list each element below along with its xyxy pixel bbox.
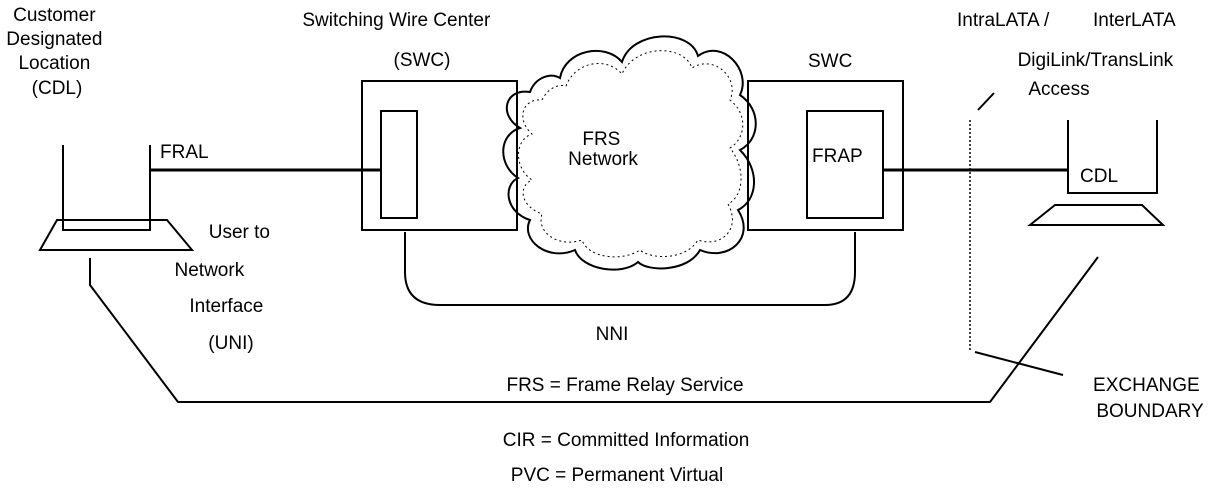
nni-label: NNI <box>596 324 629 345</box>
legend-cir: CIR = Committed Information <box>503 430 750 451</box>
left-cdl-building <box>38 145 195 251</box>
swc-right-label: SWC <box>808 51 852 72</box>
left-swc-box <box>361 80 518 231</box>
fral-label: FRAL <box>160 142 209 163</box>
legend-pvc: PVC = Permanent Virtual <box>511 465 723 486</box>
nni-link <box>404 232 856 306</box>
intralata-label: IntraLATA / <box>957 10 1050 31</box>
frs-end-to-end-link <box>89 256 1099 403</box>
frs-cloud-inner-outline <box>518 50 744 258</box>
cdl-right-label: CDL <box>1080 166 1118 187</box>
frs-network-cloud <box>502 35 757 271</box>
interlata-label: InterLATA <box>1093 10 1176 31</box>
right-cdl-building <box>1027 120 1166 226</box>
right-swc-box <box>747 80 904 231</box>
access-label: DigiLink/TransLink Access <box>1018 50 1179 100</box>
exchange-boundary-label: EXCHANGE BOUNDARY <box>1093 375 1205 422</box>
cdl-left-label: Customer Designated Location (CDL) <box>6 5 107 99</box>
exchange-boundary-pointer <box>974 351 1064 376</box>
access-pointer <box>977 92 995 111</box>
uni-label: User to Network Interface (UNI) <box>175 222 276 354</box>
frap-label: FRAP <box>812 146 863 167</box>
legend-frs: FRS = Frame Relay Service <box>506 375 743 396</box>
frs-network-label: FRS Network <box>568 129 638 170</box>
swc-left-label: Switching Wire Center (SWC) <box>302 10 495 71</box>
